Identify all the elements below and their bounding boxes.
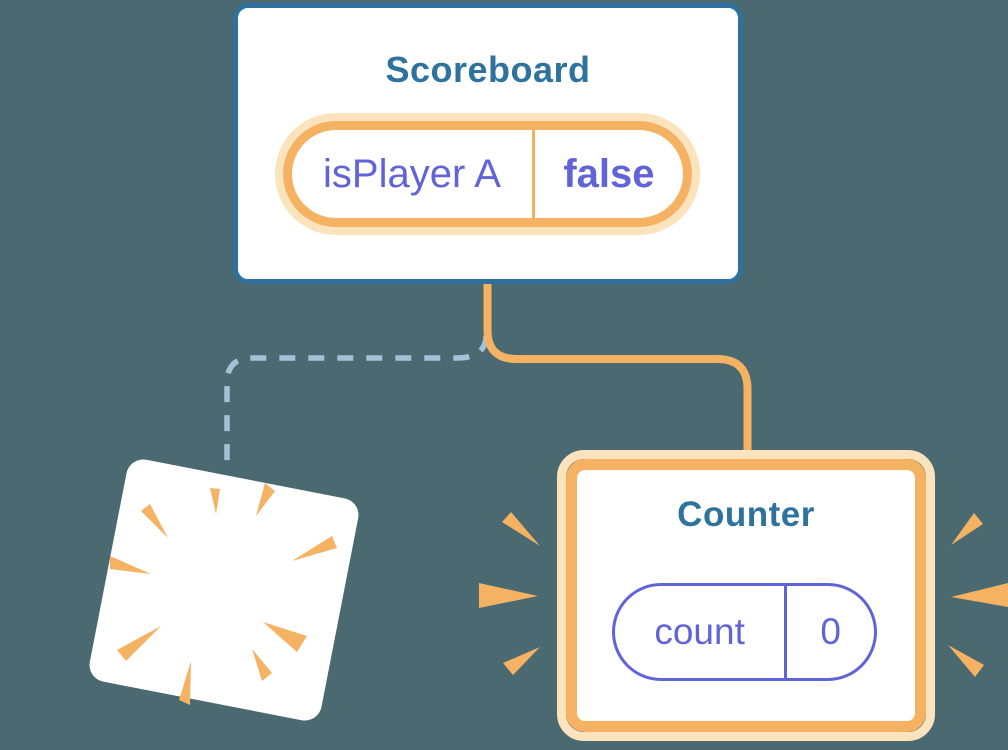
- scoreboard-title: Scoreboard: [385, 49, 591, 90]
- scoreboard-state-key: isPlayer A: [292, 130, 535, 218]
- emphasis-burst-right-icon: [948, 513, 1008, 677]
- counter-title: Counter: [677, 495, 815, 534]
- emphasis-burst-left-icon: [479, 512, 540, 675]
- removed-branch-dashed-line: [224, 335, 489, 468]
- counter-state-pill: count 0: [612, 583, 877, 681]
- scoreboard-state-pill: isPlayer A false: [275, 113, 700, 235]
- counter-state-value: 0: [820, 611, 841, 652]
- scoreboard-component-card: Scoreboard isPlayer A false: [233, 3, 743, 284]
- counter-state-key: count: [615, 586, 788, 678]
- scoreboard-state-value: false: [563, 151, 655, 196]
- explosion-burst-icon: [110, 483, 337, 705]
- destroyed-card: [89, 459, 359, 721]
- counter-component-card: Counter count 0: [557, 450, 935, 741]
- active-branch-line: [483, 284, 752, 455]
